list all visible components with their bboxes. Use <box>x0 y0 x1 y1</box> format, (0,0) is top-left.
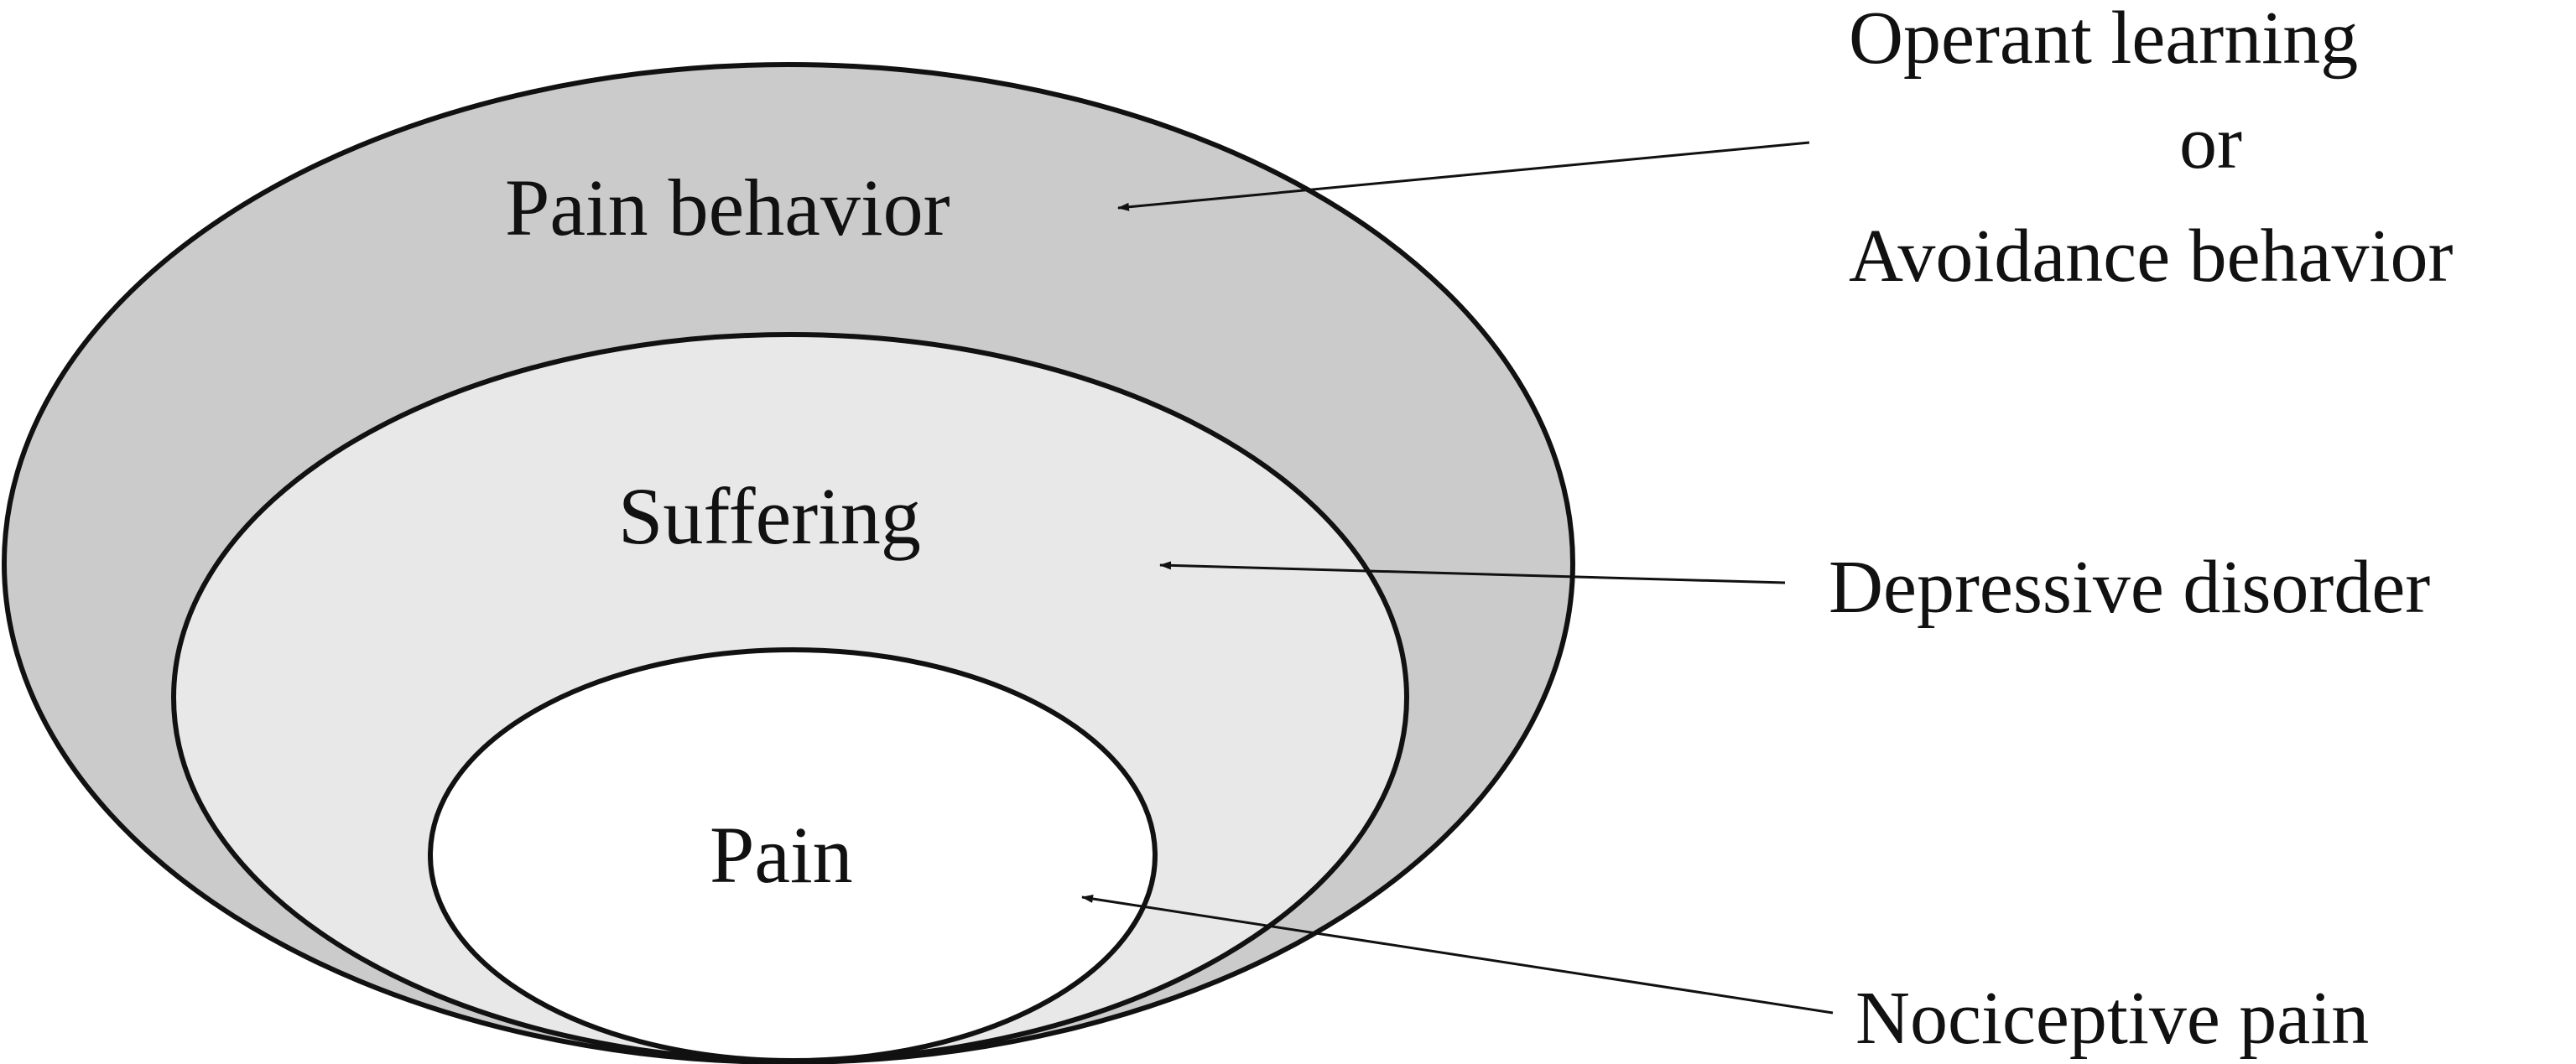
suffering-label: Suffering <box>618 471 921 561</box>
arrow-to-suffering <box>1159 561 1786 584</box>
annotation-operant-learning: Operant learning <box>1849 0 2358 80</box>
inner-ellipse-pain <box>428 647 1158 1063</box>
arrow-to-pain <box>1081 895 1834 1015</box>
annotation-depressive-disorder: Depressive disorder <box>1829 546 2430 629</box>
annotation-or: or <box>2179 101 2242 184</box>
pain-behavior-label: Pain behavior <box>505 163 950 252</box>
arrow-to-pain-behavior <box>1117 141 1810 211</box>
pain-label: Pain <box>710 810 853 900</box>
annotation-nociceptive-pain: Nociceptive pain <box>1855 977 2369 1060</box>
annotation-avoidance-behavior: Avoidance behavior <box>1849 215 2454 298</box>
